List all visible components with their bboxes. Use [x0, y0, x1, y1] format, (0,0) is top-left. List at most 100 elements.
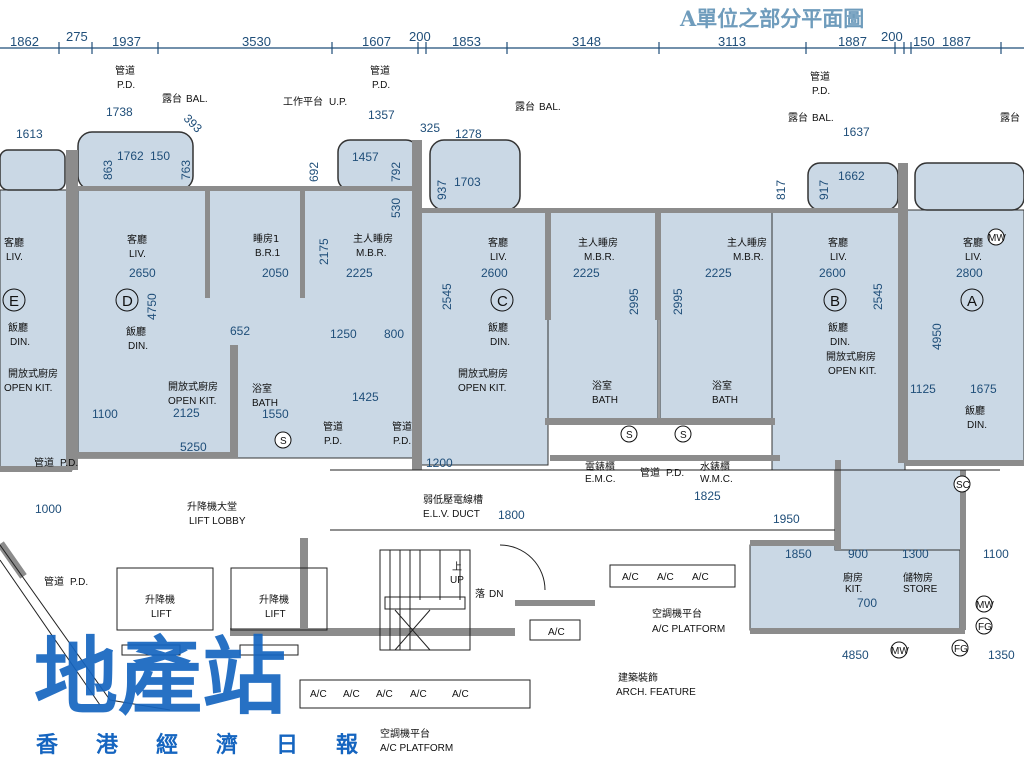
- mw-symbol: MW: [891, 646, 909, 657]
- dim-label: 1607: [362, 34, 391, 49]
- room-name-zh: 飯廳: [8, 321, 28, 334]
- room-name-zh: 開放式廚房: [826, 350, 876, 363]
- dimension-label: 1550: [262, 407, 289, 421]
- room-name-en: STORE: [903, 584, 938, 595]
- dimension-label: 1100: [983, 547, 1009, 561]
- room-name-en: LIV.: [129, 249, 146, 260]
- ac-label: A/C: [376, 689, 393, 700]
- room-name-en: UP: [450, 575, 464, 586]
- room-name-zh: 客廳: [963, 236, 983, 249]
- plan-title: A單位之部分平面圖: [679, 6, 864, 31]
- dimension-label: 1850: [785, 547, 812, 561]
- s-symbol: S: [626, 430, 633, 441]
- room-name-en: M.B.R.: [584, 252, 615, 263]
- room-name-en: LIV.: [6, 252, 23, 263]
- mw-symbol: MW: [988, 233, 1006, 244]
- room-name-en: LIFT: [265, 609, 286, 620]
- room-name-zh: 空調機平台: [380, 727, 430, 740]
- dimension-label: 1300: [902, 547, 929, 561]
- room-name-en: P.D.: [372, 80, 390, 91]
- dimension-label: 2600: [819, 266, 846, 280]
- room-label: 上 UP: [450, 561, 464, 586]
- dimension-label: 792: [389, 162, 403, 182]
- room-name-zh: 廚房: [843, 571, 863, 584]
- room-label: 飯廳 DIN.: [8, 321, 30, 348]
- ac-label: A/C: [310, 689, 327, 700]
- room-name-en: A/C PLATFORM: [652, 624, 725, 635]
- room-name-en: BATH: [592, 395, 618, 406]
- room-name-en: ARCH. FEATURE: [616, 687, 696, 698]
- room-name-zh: 水錶櫃: [700, 460, 730, 473]
- room-name-zh: 睡房1: [253, 232, 279, 245]
- room-name-zh: 升降機: [145, 593, 175, 606]
- dimension-label: 2050: [262, 266, 289, 280]
- room-name-en: LIFT: [151, 609, 172, 620]
- room-name-zh: 上: [452, 561, 462, 573]
- room-name-zh: 管道: [392, 420, 412, 433]
- dimension-label: 150: [150, 149, 170, 163]
- mw-symbol: MW: [976, 600, 994, 611]
- room-name-en: OPEN KIT.: [828, 366, 876, 377]
- room-name-en: LIV.: [490, 252, 507, 263]
- dim-label: 1937: [112, 34, 141, 49]
- dimension-label: 2545: [440, 283, 454, 310]
- dimension-label: 900: [848, 547, 868, 561]
- dimension-label: 4950: [930, 323, 944, 350]
- room-name-zh: 客廳: [488, 236, 508, 249]
- room-name-zh: 電錶櫃: [585, 460, 615, 473]
- room-name-zh: 客廳: [4, 236, 24, 249]
- dimension-label: 1738: [106, 105, 133, 119]
- room-label: 管道 P.D.: [392, 420, 412, 447]
- room-name-zh: 露台: [515, 100, 535, 113]
- room-name-en: BATH: [712, 395, 738, 406]
- room-name-en: DIN.: [128, 341, 148, 352]
- room-name-en: P.D.: [324, 436, 342, 447]
- room-label: 管道P.D.: [370, 64, 390, 91]
- dimension-label: 1200: [426, 456, 453, 470]
- ac-label: A/C: [410, 689, 427, 700]
- fg-symbol: FG: [978, 622, 992, 633]
- room-name-en: OPEN KIT.: [4, 383, 52, 394]
- dimension-label: 1125: [910, 382, 936, 396]
- room-name-en: DIN.: [830, 337, 850, 348]
- room-name-en: DIN.: [10, 337, 30, 348]
- room-name-en: KIT.: [845, 584, 862, 595]
- dimension-label: 652: [230, 324, 250, 338]
- room-name-en: LIFT LOBBY: [189, 516, 246, 527]
- room-name-en: P.D.: [117, 80, 135, 91]
- room-name-en: OPEN KIT.: [458, 383, 506, 394]
- room-name-zh: 主人睡房: [727, 236, 767, 249]
- room-label: 管道P.D.: [810, 70, 830, 97]
- dimension-label: 1278: [455, 127, 482, 141]
- room-name-zh: 管道: [44, 575, 64, 588]
- sc-symbol: SC: [956, 480, 970, 491]
- room-name-zh: 開放式廚房: [458, 367, 508, 380]
- room-name-en: DIN.: [490, 337, 510, 348]
- dimension-label: 325: [420, 121, 440, 135]
- room-name-en: P.D.: [393, 436, 411, 447]
- dimension-label: 2800: [956, 266, 983, 280]
- dimension-label: 1357: [368, 108, 395, 122]
- dimension-label: 700: [857, 596, 877, 610]
- s-symbol: S: [280, 436, 287, 447]
- dimension-label: 530: [389, 198, 403, 218]
- dimension-label: 1350: [988, 648, 1015, 662]
- room-name-zh: 管道: [34, 456, 54, 469]
- room-name-zh: 工作平台: [283, 95, 323, 108]
